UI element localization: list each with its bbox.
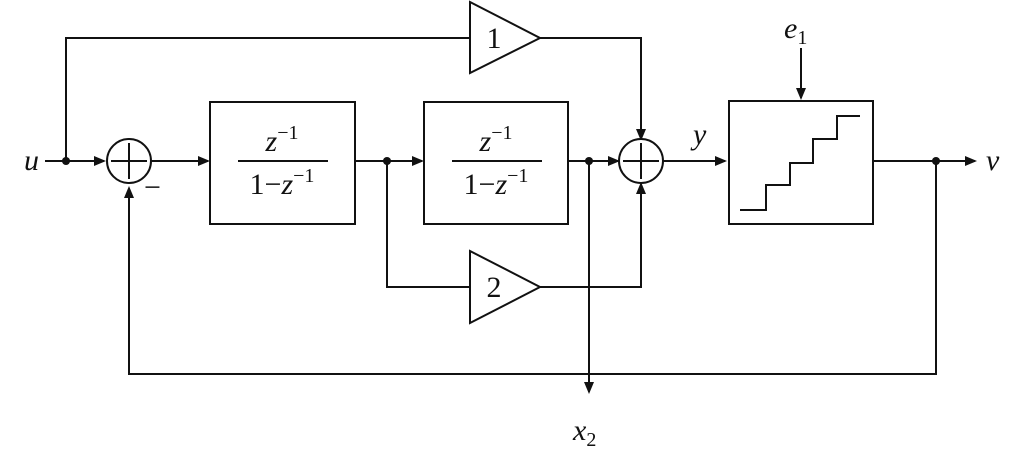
label-quantizer-input-y: y (690, 118, 707, 151)
integrator1-numerator: z−1 (265, 122, 299, 158)
wire-feedforward-top-left (65, 37, 470, 161)
signal-wires (45, 37, 975, 392)
arrow-error-into-quantizer (796, 88, 806, 100)
arrow-into-summer2-left (608, 156, 620, 166)
wire-feedback-loop (128, 161, 937, 375)
label-input-u: u (24, 144, 39, 177)
wire-feedforward-top-right (540, 37, 642, 141)
integrator2-denominator: 1−z−1 (464, 165, 529, 201)
arrow-into-summer2-bottom (636, 182, 646, 194)
label-error-e1: e1 (784, 12, 807, 49)
junction-input (62, 157, 70, 165)
arrow-into-quantizer (715, 156, 727, 166)
wire-branch-to-gain2 (386, 161, 470, 288)
summing-junction-2 (618, 138, 664, 184)
label-output-v: v (986, 144, 1000, 177)
summing-junction-1: − (106, 138, 161, 204)
arrow-output-v (965, 156, 977, 166)
junction-integrator1-output (383, 157, 391, 165)
integrator1-denominator: 1−z−1 (250, 165, 315, 201)
junction-integrator2-output (585, 157, 593, 165)
integrator-block-2: z−1 1−z−1 (423, 101, 569, 225)
gain-top-label: 1 (487, 22, 502, 55)
summer1-minus-sign: − (144, 171, 161, 204)
arrowheads (94, 88, 977, 394)
label-state-x2: x2 (572, 414, 596, 451)
integrator2-numerator: z−1 (479, 122, 513, 158)
arrow-into-integrator1 (198, 156, 210, 166)
quantizer-block (728, 100, 874, 225)
wire-gain2-to-summer2 (540, 182, 642, 288)
junction-output (932, 157, 940, 165)
arrow-into-summer1 (94, 156, 106, 166)
junction-dots (62, 157, 940, 165)
arrow-into-summer2-top (636, 129, 646, 141)
gain-bottom-label: 2 (487, 271, 502, 304)
integrator-block-1: z−1 1−z−1 (209, 101, 356, 225)
signal-labels: u v y e1 x2 (24, 12, 1000, 451)
arrow-state-x2 (584, 382, 594, 394)
arrow-feedback-into-summer1 (124, 186, 134, 198)
quantizer-staircase-icon (740, 115, 860, 211)
arrow-into-integrator2 (412, 156, 424, 166)
gain-block-top: 1 (469, 0, 543, 75)
gain-block-bottom: 2 (469, 249, 543, 325)
